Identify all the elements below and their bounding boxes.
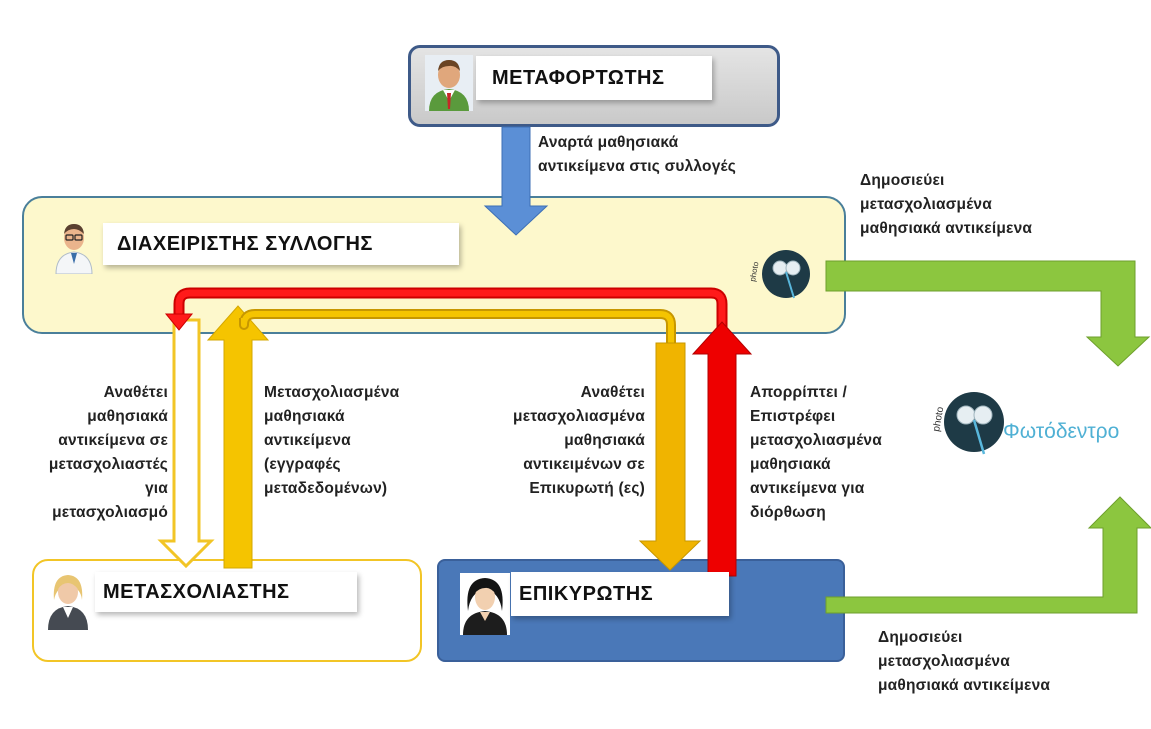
- caption-line: Δημοσιεύει: [860, 172, 945, 189]
- collection-manager-label: ΔΙΑΧΕΙΡΙΣΤΗΣ ΣΥΛΛΟΓΗΣ: [103, 223, 459, 265]
- caption-line: Μετασχολιασμένα: [264, 384, 400, 401]
- caption-line: αντικείμενα: [264, 432, 351, 449]
- caption-line: μετασχολιασμένα: [878, 653, 1010, 670]
- caption-line: μαθησιακά αντικείμενα: [860, 220, 1033, 237]
- assign-arrow: [157, 318, 215, 569]
- reject-loop-head: [164, 313, 194, 331]
- caption-line: μαθησιακά αντικείμενα: [878, 677, 1051, 694]
- caption-line: Απορρίπτει /: [750, 384, 848, 401]
- annotated-records-caption: Μετασχολιασμένα μαθησιακά αντικείμενα (ε…: [264, 381, 399, 501]
- validator-label: ΕΠΙΚΥΡΩΤΗΣ: [511, 572, 729, 616]
- caption-line: για: [144, 480, 168, 497]
- reject-arrow: [691, 321, 753, 577]
- reject-caption: Απορρίπτει / Επιστρέφει μετασχολιασμένα …: [750, 381, 882, 525]
- collection-manager-avatar-icon: [55, 224, 93, 274]
- caption-line: αντικειμένων σε: [523, 456, 645, 473]
- upload-arrow: [483, 126, 549, 236]
- annotated-records-arrow: [206, 305, 270, 569]
- reject-loop-core: [175, 289, 726, 346]
- caption-line: αντικείμενα για: [750, 480, 865, 497]
- caption-line: (εγγραφές: [264, 456, 341, 473]
- publish-arrow-top: [825, 260, 1151, 367]
- photodentro-logo-icon: photo: [931, 392, 1004, 455]
- publish-bottom-caption: Δημοσιεύει μετασχολιασμένα μαθησιακά αντ…: [878, 626, 1050, 698]
- photodentro-small-logo-icon: photo: [748, 250, 810, 299]
- caption-line: μαθησιακά: [564, 432, 645, 449]
- caption-line: αντικείμενα στις συλλογές: [538, 158, 736, 175]
- caption-line: μετασχολιασμό: [52, 504, 168, 521]
- assign-validator-caption: Αναθέτει μετασχολιασμένα μαθησιακά αντικ…: [445, 381, 645, 501]
- assign-validator-loop-core: [241, 311, 674, 346]
- caption-line: μετασχολιαστές: [48, 456, 168, 473]
- validator-avatar-icon: [460, 573, 510, 635]
- assign-validator-loop-path: [239, 309, 676, 346]
- caption-line: Δημοσιεύει: [878, 629, 963, 646]
- caption-line: μετασχολιασμένα: [860, 196, 992, 213]
- annotator-avatar-icon: [48, 575, 88, 630]
- caption-line: μετασχολιασμένα: [750, 432, 882, 449]
- caption-line: Αναθέτει: [103, 384, 168, 401]
- caption-line: Επιστρέφει: [750, 408, 836, 425]
- uploader-avatar-icon: [425, 55, 473, 111]
- caption-line: Αναρτά μαθησιακά: [538, 134, 679, 151]
- caption-line: μεταδεδομένων): [264, 480, 388, 497]
- caption-line: μαθησιακά: [264, 408, 345, 425]
- assign-validator-arrow: [638, 342, 702, 571]
- logo-mark-text-large: photo: [931, 406, 946, 433]
- caption-line: Επικυρωτή (ες): [529, 480, 645, 497]
- logo-mark-text: photo: [748, 261, 760, 283]
- uploader-label: ΜΕΤΑΦΟΡΤΩΤΗΣ: [476, 56, 712, 100]
- caption-line: μαθησιακά: [750, 456, 831, 473]
- publish-top-caption: Δημοσιεύει μετασχολιασμένα μαθησιακά αντ…: [860, 169, 1032, 241]
- publish-arrow-bottom: [825, 496, 1151, 614]
- upload-caption: Αναρτά μαθησιακά αντικείμενα στις συλλογ…: [538, 131, 736, 179]
- caption-line: μετασχολιασμένα: [513, 408, 645, 425]
- photodentro-logo-text: Φωτόδεντρο: [1003, 420, 1120, 443]
- caption-line: αντικείμενα σε: [58, 432, 168, 449]
- caption-line: Αναθέτει: [580, 384, 645, 401]
- caption-line: διόρθωση: [750, 504, 826, 521]
- caption-line: μαθησιακά: [87, 408, 168, 425]
- annotator-label: ΜΕΤΑΣΧΟΛΙΑΣΤΗΣ: [95, 572, 357, 612]
- assign-caption: Αναθέτει μαθησιακά αντικείμενα σε μετασχ…: [10, 381, 168, 525]
